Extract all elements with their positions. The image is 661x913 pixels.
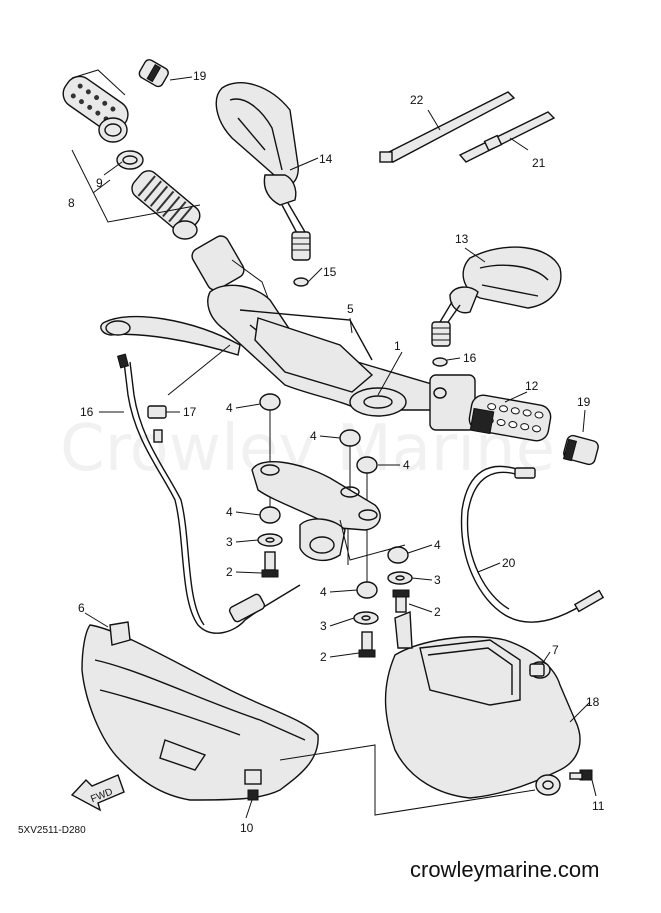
callout-10: 7 <box>552 643 559 657</box>
callout-4-c: 4 <box>403 458 410 472</box>
callout-2-c: 2 <box>320 650 327 664</box>
callout-5: 5 <box>347 302 354 316</box>
handlebar-mount-hardware <box>251 393 413 658</box>
callout-19-left: 19 <box>193 69 207 83</box>
callout-16-left: 15 <box>323 265 337 279</box>
callout-6: 6 <box>78 601 85 615</box>
callout-3-c: 3 <box>320 619 327 633</box>
bolts <box>261 551 410 658</box>
callout-3-a: 3 <box>226 535 233 549</box>
assembly-line <box>279 744 536 816</box>
callout-4-d: 4 <box>226 505 233 519</box>
callout-7: 10 <box>240 821 254 835</box>
drawing-code: 5XV2511-D280 <box>18 825 86 836</box>
fwd-arrow-icon: FWD <box>70 774 125 812</box>
callout-9: 18 <box>586 695 600 709</box>
callout-22: 22 <box>410 93 424 107</box>
callout-3-b: 3 <box>434 573 441 587</box>
cable-ties <box>379 91 556 163</box>
callout-2-a: 2 <box>226 565 233 579</box>
callout-14: 13 <box>455 232 469 246</box>
throttle-cable <box>116 353 301 634</box>
right-grip <box>468 394 599 466</box>
site-label: crowleymarine.com <box>410 857 600 882</box>
callout-4-f: 4 <box>320 585 327 599</box>
callout-12: 9 <box>96 176 103 190</box>
callout-18: 17 <box>183 405 197 419</box>
leader-lines <box>84 76 597 819</box>
right-mirror <box>431 246 562 367</box>
callout-19-right: 19 <box>577 395 591 409</box>
callout-11: 8 <box>68 196 75 210</box>
left-mirror <box>215 82 311 287</box>
callout-4-a: 4 <box>226 401 233 415</box>
callout-21: 21 <box>532 156 546 170</box>
callout-15: 14 <box>319 152 333 166</box>
callout-2-b: 2 <box>434 605 441 619</box>
callout-20: 20 <box>502 556 516 570</box>
front-cover <box>81 621 319 801</box>
left-grip-assembly <box>62 59 201 240</box>
callout-labels: 19 9 8 14 22 21 13 15 5 1 16 12 19 16 17… <box>68 69 605 835</box>
side-cover <box>384 610 593 799</box>
callout-4-b: 4 <box>310 429 317 443</box>
callout-1: 1 <box>394 339 401 353</box>
cable-20 <box>460 465 605 623</box>
callout-16-right: 16 <box>463 351 477 365</box>
callout-4-e: 4 <box>434 538 441 552</box>
callout-17: 16 <box>80 405 94 419</box>
handlebar <box>100 235 476 431</box>
callout-8: 11 <box>592 799 605 813</box>
callout-13: 12 <box>525 379 539 393</box>
